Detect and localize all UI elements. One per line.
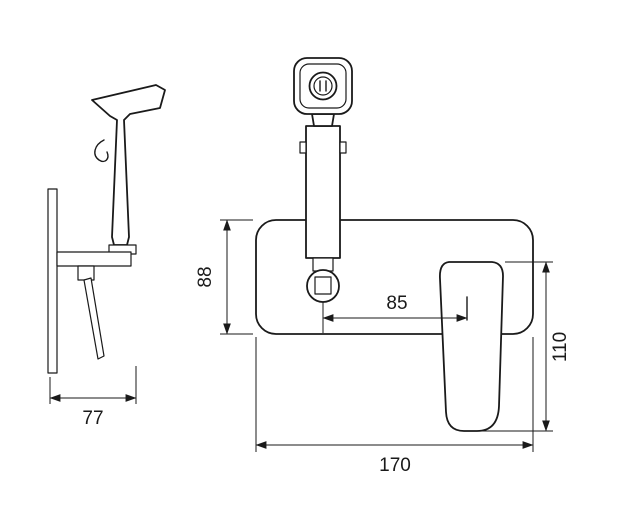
dimension-label-77: 77 (82, 408, 103, 429)
dimension-label-170: 170 (379, 455, 411, 476)
sprayer-body (305, 125, 341, 259)
dimension-110: 110 (482, 261, 571, 432)
valve-lever-side (83, 277, 105, 360)
mixer-handle (439, 261, 504, 432)
dimension-77: 77 (49, 366, 137, 429)
connector-nut (314, 276, 332, 295)
wall-plate-side (47, 188, 58, 374)
dimension-170: 170 (255, 337, 534, 476)
dimension-label-110: 110 (550, 332, 571, 362)
dimension-label-88: 88 (195, 266, 216, 287)
sprayer-neck (311, 113, 335, 127)
nozzle-ring-inner (313, 76, 333, 96)
sprayer-side-profile (91, 84, 166, 246)
hose-connector (312, 257, 334, 272)
body-clip-right (339, 141, 347, 154)
front-view: 88 85 110 170 (195, 57, 571, 476)
hanging-hook-icon (94, 139, 109, 163)
dimension-85: 85 (322, 293, 468, 322)
dimension-label-85: 85 (386, 293, 407, 314)
dimension-88: 88 (195, 219, 253, 335)
body-clip-left (299, 141, 307, 154)
valve-bar-side (56, 251, 132, 267)
valve-block-side (77, 265, 95, 281)
side-view: 77 (47, 84, 166, 429)
